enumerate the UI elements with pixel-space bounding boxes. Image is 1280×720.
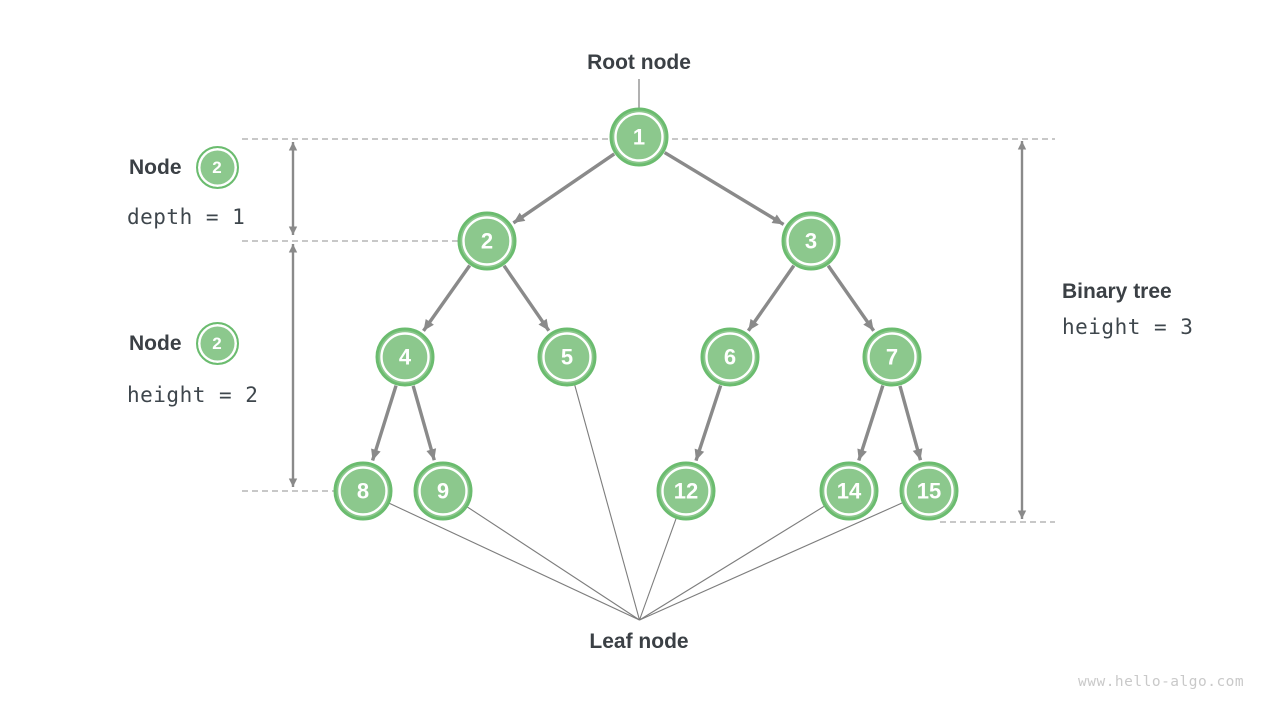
node-height-title: Node	[129, 331, 182, 355]
tree-node-4: 4	[375, 327, 435, 387]
tree-node-5: 5	[537, 327, 597, 387]
edge-7-15	[898, 385, 923, 461]
edge-6-12	[694, 384, 723, 462]
watermark-url: www.hello-algo.com	[1078, 674, 1245, 690]
tree-node-3: 3	[781, 211, 841, 271]
leaf-line-15	[639, 502, 903, 621]
node-depth-caption: depth = 1	[127, 205, 246, 229]
node-inner-ring	[614, 112, 664, 162]
node-circle	[609, 107, 669, 167]
node-inner-ring	[904, 466, 954, 516]
leaf-line-5	[574, 384, 641, 621]
node-inner-ring	[661, 466, 711, 516]
edge-4-9	[411, 385, 437, 461]
node-value: 15	[917, 479, 941, 504]
leaf-line-9	[466, 506, 640, 621]
node-circle	[537, 327, 597, 387]
binary-tree-title: Binary tree	[1062, 280, 1172, 303]
tree-node-9: 9	[413, 461, 473, 521]
node-value: 5	[561, 345, 573, 370]
node-circle	[862, 327, 922, 387]
node-value: 2	[481, 229, 493, 254]
node-depth-annotation: Node 2	[129, 146, 239, 189]
node-inner-ring	[705, 332, 755, 382]
node-depth-title: Node	[129, 155, 182, 179]
node-circle	[656, 461, 716, 521]
node-value: 3	[805, 229, 817, 254]
root-node-label: Root node	[587, 51, 691, 74]
tree-node-6: 6	[700, 327, 760, 387]
tree-node-15: 15	[899, 461, 959, 521]
tree-node-12: 12	[656, 461, 716, 521]
node-height-caption: height = 2	[127, 383, 259, 407]
leaf-line-14	[639, 505, 825, 621]
edge-2-5	[502, 264, 551, 332]
node-height-annotation: Node 2	[129, 322, 239, 365]
tree-node-14: 14	[819, 461, 879, 521]
edge-3-7	[826, 264, 876, 332]
node-value: 12	[674, 479, 698, 504]
tree-node-8: 8	[333, 461, 393, 521]
leaf-line-12	[638, 518, 677, 621]
tree-node-7: 7	[862, 327, 922, 387]
edge-1-3	[663, 151, 785, 226]
edge-1-2	[512, 152, 616, 225]
node-inner-ring	[338, 466, 388, 516]
leaf-node-label: Leaf node	[589, 630, 689, 653]
node-value: 9	[437, 479, 449, 504]
node-circle	[819, 461, 879, 521]
node-badge-icon: 2	[195, 322, 239, 365]
node-circle	[700, 327, 760, 387]
node-circle	[413, 461, 473, 521]
node-value: 6	[724, 345, 736, 370]
node-value: 14	[837, 479, 862, 504]
node-circle	[333, 461, 393, 521]
node-inner-ring	[542, 332, 592, 382]
node-badge-icon: 2	[195, 146, 239, 189]
tree-node-1: 1	[609, 107, 669, 167]
binary-tree-caption: height = 3	[1062, 315, 1194, 339]
node-inner-ring	[824, 466, 874, 516]
node-circle	[457, 211, 517, 271]
edge-7-14	[857, 385, 885, 462]
node-inner-ring	[462, 216, 512, 266]
node-circle	[899, 461, 959, 521]
edge-2-4	[422, 264, 472, 332]
tree-node-2: 2	[457, 211, 517, 271]
node-inner-ring	[786, 216, 836, 266]
node-inner-ring	[418, 466, 468, 516]
node-inner-ring	[380, 332, 430, 382]
edge-3-6	[746, 264, 796, 332]
node-value: 8	[357, 479, 369, 504]
node-inner-ring	[867, 332, 917, 382]
node-value: 7	[886, 345, 898, 370]
leaf-line-8	[389, 502, 640, 621]
edge-4-8	[370, 385, 398, 461]
node-circle	[781, 211, 841, 271]
node-value: 4	[399, 345, 412, 370]
node-value: 1	[633, 125, 645, 150]
node-circle	[375, 327, 435, 387]
